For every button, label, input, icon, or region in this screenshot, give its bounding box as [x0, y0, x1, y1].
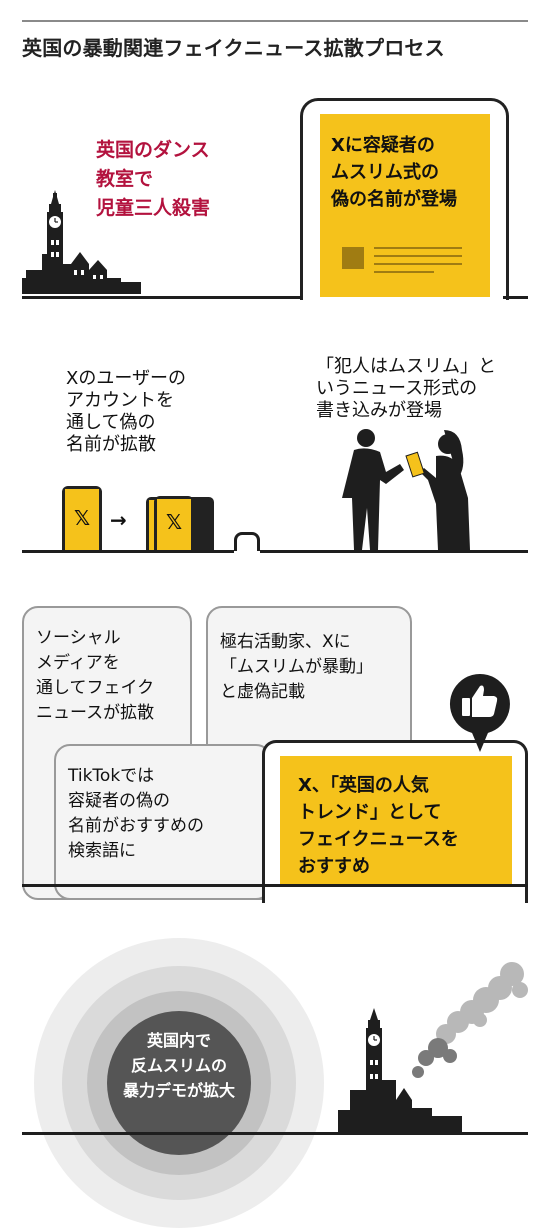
caption-line: 通して偽の: [66, 412, 156, 433]
ground-line: [22, 296, 302, 299]
protest-line: 反ムスリムの: [130, 1056, 227, 1075]
ground-line: [22, 550, 234, 553]
trend-line: フェイクニュースを: [298, 829, 459, 850]
phone-text: Xに容疑者の ムスリム式の 偽の名前が登場: [331, 132, 457, 213]
caption-line: アカウントを: [66, 390, 174, 411]
top-rule: [22, 20, 528, 22]
bubble-line: ニュースが拡散: [36, 703, 155, 723]
protest-line: 暴力デモが拡大: [122, 1081, 235, 1100]
caption-line: 書き込みが登場: [316, 400, 442, 421]
trend-line: おすすめ: [298, 856, 370, 877]
ground-bump: [234, 532, 260, 551]
bubble-text: ソーシャル メディアを 通してフェイク ニュースが拡散: [36, 626, 154, 726]
bubble-line: 検索語に: [68, 841, 136, 861]
bubble-line: ソーシャル: [36, 628, 121, 648]
caption-line: 名前が拡散: [66, 434, 156, 455]
post-thumbnail: [342, 247, 364, 269]
bubble-text: TikTokでは 容疑者の偽の 名前がおすすめの 検索語に: [68, 764, 204, 864]
post-caption: 「犯人はムスリム」と いうニュース形式の 書き込みが登場: [316, 356, 496, 422]
protest-circle: [107, 1011, 251, 1155]
thumbs-up-icon: [448, 672, 512, 756]
protest-line: 英国内で: [146, 1031, 211, 1050]
bubble-line: メディアを: [36, 653, 120, 673]
spread-caption: Xのユーザーの アカウントを 通して偽の 名前が拡散: [66, 368, 186, 456]
post-text-lines: [374, 247, 462, 273]
phone-line: Xに容疑者の: [331, 135, 435, 156]
trend-line: X、「英国の人気: [298, 775, 429, 796]
ground-line: [22, 1132, 528, 1135]
caption-line: いうニュース形式の: [316, 378, 478, 399]
bubble-line: 名前がおすすめの: [68, 816, 204, 836]
bubble-line: 極右活動家、Xに: [220, 632, 351, 652]
bubble-text: 極右活動家、Xに 「ムスリムが暴動」 と虚偽記載: [220, 630, 373, 705]
phone-x-source: 𝕏: [62, 486, 102, 550]
phone-x-shared: 𝕏: [154, 496, 194, 550]
trend-text: X、「英国の人気 トレンド」として フェイクニュースを おすすめ: [298, 772, 459, 880]
ground-line: [22, 884, 528, 887]
phone-screen: Xに容疑者の ムスリム式の 偽の名前が登場: [320, 114, 490, 297]
page-title: 英国の暴動関連フェイクニュース拡散プロセス: [22, 36, 445, 60]
event-line: 児童三人殺害: [96, 197, 211, 219]
phone-line: 偽の名前が登場: [331, 189, 457, 210]
town-skyline-illustration: [22, 190, 142, 298]
protest-text: 英国内で 反ムスリムの 暴力デモが拡大: [107, 1028, 251, 1103]
caption-line: 「犯人はムスリム」と: [316, 356, 496, 377]
event-line: 英国のダンス: [96, 139, 210, 161]
ground-line: [260, 550, 528, 553]
burning-town-illustration: [330, 960, 530, 1135]
speech-bubble: TikTokでは 容疑者の偽の 名前がおすすめの 検索語に: [54, 744, 272, 900]
phone-line: ムスリム式の: [331, 162, 439, 183]
ground-line: [503, 296, 528, 299]
arrow-right-icon: →: [110, 508, 127, 532]
bubble-line: 「ムスリムが暴動」: [220, 657, 373, 677]
x-logo-icon: 𝕏: [165, 510, 183, 534]
trend-line: トレンド」として: [298, 802, 442, 823]
x-logo-icon: 𝕏: [73, 506, 91, 530]
bubble-line: と虚偽記載: [220, 682, 305, 702]
event-line: 教室で: [96, 168, 154, 190]
people-with-phone-illustration: [334, 428, 484, 550]
bubble-line: 容疑者の偽の: [68, 791, 170, 811]
trend-panel: X、「英国の人気 トレンド」として フェイクニュースを おすすめ: [280, 756, 512, 886]
caption-line: Xのユーザーの: [66, 368, 186, 389]
bubble-line: 通してフェイク: [36, 678, 155, 698]
bubble-line: TikTokでは: [68, 766, 155, 786]
event-text: 英国のダンス 教室で 児童三人殺害: [96, 136, 210, 223]
